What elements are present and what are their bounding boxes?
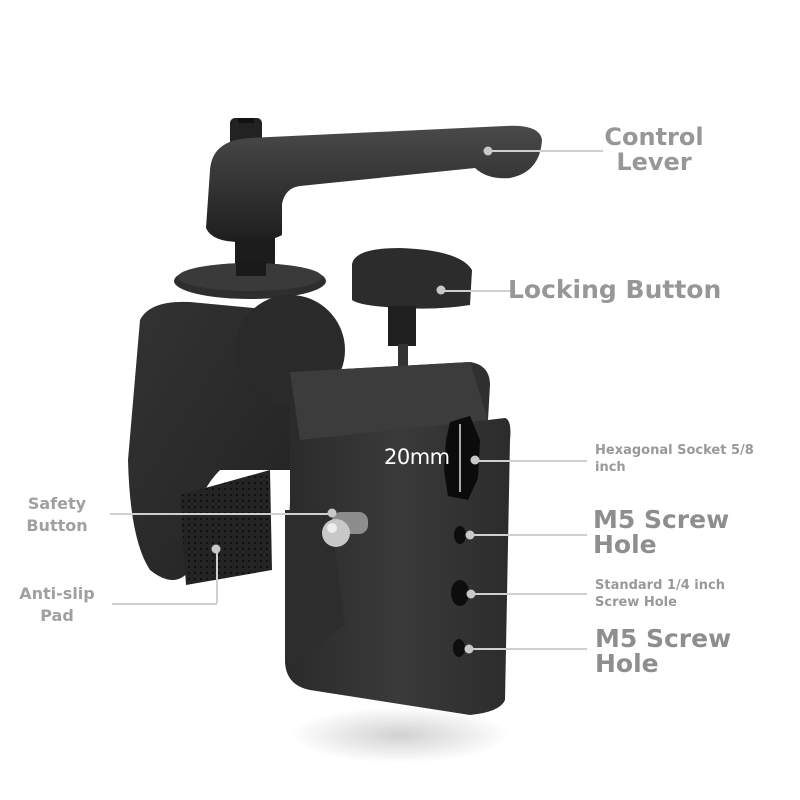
leader-line-anti-slip-vertical — [216, 550, 218, 603]
leader-line-standard-hole — [471, 593, 587, 595]
locking-knob — [352, 248, 472, 380]
leader-line-hex-socket — [475, 460, 587, 462]
label-line: Control — [604, 123, 704, 151]
label-line: inch — [595, 460, 626, 475]
callout-dot-safety-button — [327, 508, 337, 518]
label-line: Safety — [27, 494, 87, 513]
label-line: Pad — [40, 606, 74, 625]
label-control-lever: Control Lever — [604, 125, 704, 175]
label-line: Lever — [616, 148, 692, 176]
label-anti-slip-pad: Anti-slip Pad — [12, 583, 102, 627]
callout-dot-m5-top — [465, 530, 475, 540]
clamp-jaw-left — [128, 295, 345, 585]
label-hex-socket: Hexagonal Socket 5/8 inch — [595, 442, 754, 476]
drop-shadow — [290, 707, 510, 763]
m5-hole-bottom — [453, 639, 465, 657]
hex-socket — [444, 416, 480, 500]
label-line: Hole — [595, 649, 659, 678]
clamp-body — [285, 362, 511, 715]
callout-dot-locking-button — [436, 285, 446, 295]
control-lever — [174, 118, 542, 299]
callout-dot-hex-socket — [470, 455, 480, 465]
m5-hole-top — [454, 526, 466, 544]
label-line: Button — [26, 516, 88, 535]
dimension-label-20mm: 20mm — [384, 445, 450, 469]
label-standard-hole: Standard 1/4 inch Screw Hole — [595, 577, 725, 611]
label-line: Hole — [593, 530, 657, 559]
anti-slip-pad-texture — [180, 470, 272, 585]
callout-dot-control-lever — [483, 146, 493, 156]
leader-line-m5-top — [470, 534, 587, 536]
label-m5-hole-top: M5 Screw Hole — [593, 507, 729, 557]
callout-dot-standard-hole — [466, 589, 476, 599]
leader-line-control-lever — [488, 150, 603, 152]
label-safety-button: Safety Button — [18, 493, 96, 537]
callout-dot-m5-bottom — [464, 644, 474, 654]
quarter-inch-hole — [451, 580, 469, 606]
label-locking-button: Locking Button — [508, 275, 722, 304]
leader-line-locking-button — [441, 290, 511, 292]
label-line: Anti-slip — [19, 584, 95, 603]
leader-line-anti-slip-horizontal — [112, 603, 217, 605]
label-line: Hexagonal Socket 5/8 — [595, 443, 754, 458]
label-m5-hole-bottom: M5 Screw Hole — [595, 626, 731, 676]
label-line: M5 Screw — [595, 624, 732, 653]
label-line: Standard 1/4 inch — [595, 578, 725, 593]
label-line: M5 Screw — [593, 505, 730, 534]
label-line: Screw Hole — [595, 595, 677, 610]
leader-line-safety-button — [110, 513, 332, 515]
leader-line-m5-bottom — [469, 648, 587, 650]
callout-dot-anti-slip — [211, 544, 221, 554]
